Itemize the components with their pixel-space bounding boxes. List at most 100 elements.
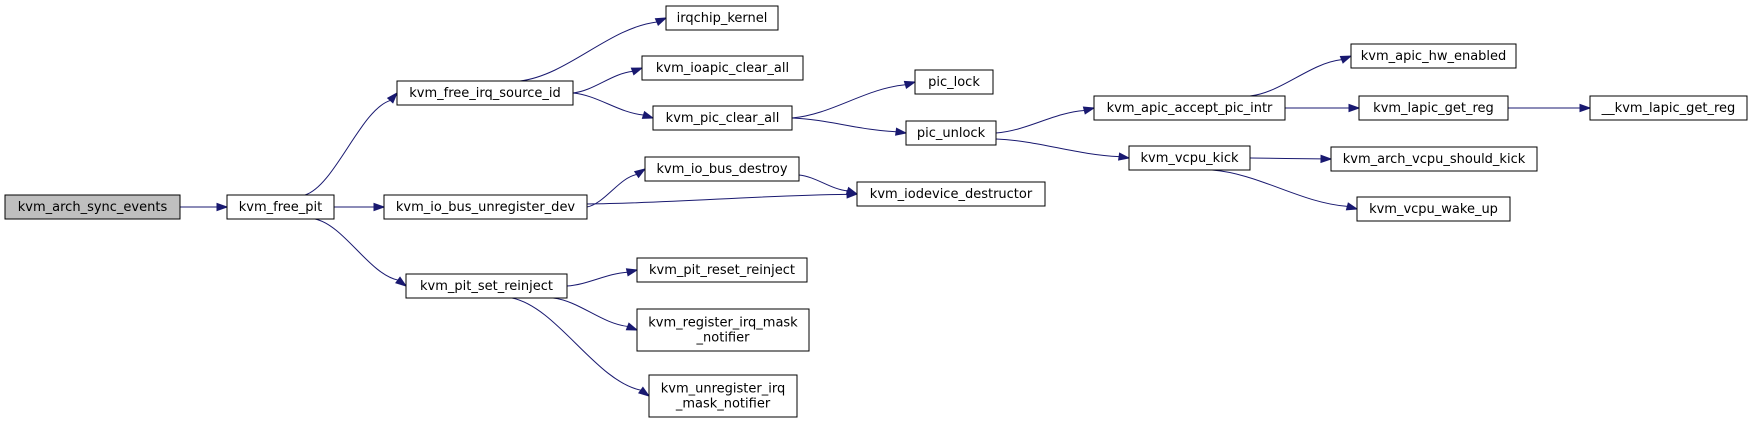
node-label: kvm_io_bus_destroy — [656, 162, 787, 177]
edge-pic-unlock-to-kvm-vcpu-kick — [995, 138, 1131, 161]
node-box — [644, 156, 800, 182]
edge-kvm-free-irq-source-id-to-irqchip-kernel — [519, 17, 668, 82]
node-label: kvm_lapic_get_reg — [1373, 101, 1494, 116]
node-pic-lock[interactable]: pic_lock — [914, 69, 994, 95]
node-label: irqchip_kernel — [677, 11, 768, 26]
node-label: kvm_free_irq_source_id — [409, 86, 561, 101]
node-kvm-free-pit[interactable]: kvm_free_pit — [226, 194, 335, 220]
node-box — [856, 181, 1046, 207]
edge-line — [552, 297, 628, 327]
edge-kvm-io-bus-destroy-to-kvm-iodevice-destructor — [798, 174, 859, 195]
edge-kvm-pic-clear-all-to-pic-unlock — [791, 117, 908, 136]
edge-kvm-io-bus-unregister-dev-to-kvm-io-bus-destroy — [586, 168, 647, 208]
edge-arrowhead — [216, 202, 229, 212]
node-kvm-pic-clear-all[interactable]: kvm_pic_clear_all — [652, 105, 793, 131]
node-kvm-io-bus-destroy[interactable]: kvm_io_bus_destroy — [644, 156, 800, 182]
edge-arrowhead — [1320, 154, 1333, 164]
node-label: kvm_io_bus_unregister_dev — [396, 200, 576, 215]
edge-arrowhead — [845, 186, 859, 195]
node-box — [1358, 95, 1509, 121]
edge-arrowhead — [386, 91, 399, 104]
node-label: kvm_register_irq_mask — [648, 316, 798, 331]
node-box — [383, 194, 588, 220]
edge-arrowhead — [1082, 106, 1096, 115]
edge-arrowhead — [1118, 152, 1131, 161]
edge-kvm-vcpu-kick-to-kvm-arch-vcpu-should-kick — [1249, 154, 1333, 164]
node-box — [1128, 145, 1251, 171]
edges-layer — [179, 17, 1592, 397]
edge-kvm-lapic-get-reg-to-kvm-lapic-get-reg — [1508, 103, 1592, 113]
node-label: _mask_notifier — [675, 397, 771, 412]
node-label: kvm_arch_sync_events — [18, 200, 168, 215]
node-kvm-ioapic-clear-all[interactable]: kvm_ioapic_clear_all — [641, 55, 804, 81]
node-box — [665, 5, 779, 31]
node-box — [1093, 95, 1286, 121]
node-kvm-unregister-irq-mask-notifier[interactable]: kvm_unregister_irq_mask_notifier — [648, 374, 798, 418]
edge-arrowhead — [1348, 103, 1361, 113]
node-kvm-pit-reset-reinject[interactable]: kvm_pit_reset_reinject — [636, 257, 808, 283]
edge-line — [566, 271, 628, 287]
node-label: kvm_arch_vcpu_should_kick — [1343, 152, 1526, 167]
node-box — [1356, 196, 1511, 222]
node-kvm-arch-vcpu-should-kick[interactable]: kvm_arch_vcpu_should_kick — [1330, 146, 1538, 172]
node-label: kvm_free_pit — [239, 200, 322, 215]
edge-kvm-free-irq-source-id-to-kvm-pic-clear-all — [572, 92, 655, 119]
node-kvm-vcpu-wake-up[interactable]: kvm_vcpu_wake_up — [1356, 196, 1511, 222]
node-label: pic_unlock — [917, 126, 986, 141]
node-kvm-register-irq-mask-notifier[interactable]: kvm_register_irq_mask_notifier — [636, 308, 810, 352]
node-kvm-pit-set-reinject[interactable]: kvm_pit_set_reinject — [405, 273, 568, 299]
node-box — [914, 69, 994, 95]
node-label: _notifier — [696, 331, 751, 346]
edge-kvm-apic-accept-pic-intr-to-kvm-apic-hw-enabled — [1249, 55, 1353, 97]
edge-kvm-io-bus-unregister-dev-to-kvm-iodevice-destructor — [586, 190, 859, 205]
node-irqchip-kernel[interactable]: irqchip_kernel — [665, 5, 779, 31]
edge-kvm-pit-set-reinject-to-kvm-pit-reset-reinject — [566, 268, 639, 287]
node-box — [1589, 95, 1748, 121]
node-label: kvm_vcpu_wake_up — [1369, 202, 1498, 217]
edge-arrowhead — [638, 386, 651, 397]
edge-arrowhead — [1339, 55, 1353, 64]
nodes-layer: kvm_arch_sync_events kvm_free_pit kvm_free… — [4, 5, 1748, 418]
node-kvm-apic-accept-pic-intr[interactable]: kvm_apic_accept_pic_intr — [1093, 95, 1286, 121]
edge-kvm-pit-set-reinject-to-kvm-register-irq-mask-notifier — [552, 297, 639, 331]
edge-line — [1249, 59, 1342, 97]
edge-kvm-vcpu-kick-to-kvm-vcpu-wake-up — [1211, 169, 1359, 211]
node-box — [405, 273, 568, 299]
node-kvm-lapic-get-reg[interactable]: __kvm_lapic_get_reg — [1589, 95, 1748, 121]
node-label: pic_lock — [928, 75, 980, 90]
edge-arrowhead — [1345, 202, 1359, 211]
edge-line — [995, 109, 1085, 134]
edge-arrowhead — [641, 110, 655, 119]
edge-arrowhead — [1579, 103, 1592, 113]
node-kvm-apic-hw-enabled[interactable]: kvm_apic_hw_enabled — [1350, 43, 1517, 69]
edge-arrowhead — [895, 127, 908, 136]
edge-pic-unlock-to-kvm-apic-accept-pic-intr — [995, 106, 1096, 134]
node-kvm-free-irq-source-id[interactable]: kvm_free_irq_source_id — [396, 80, 574, 106]
edge-kvm-pic-clear-all-to-pic-lock — [791, 80, 917, 119]
edge-kvm-free-pit-to-kvm-pit-set-reinject — [314, 218, 408, 287]
node-label: kvm_pit_set_reinject — [420, 279, 553, 294]
node-kvm-iodevice-destructor[interactable]: kvm_iodevice_destructor — [856, 181, 1046, 207]
node-label: kvm_vcpu_kick — [1140, 151, 1239, 166]
edge-arrowhead — [633, 168, 647, 179]
edge-line — [572, 70, 633, 94]
node-kvm-io-bus-unregister-dev[interactable]: kvm_io_bus_unregister_dev — [383, 194, 588, 220]
edge-line — [791, 84, 906, 119]
node-label: __kvm_lapic_get_reg — [1601, 101, 1736, 116]
edge-kvm-free-pit-to-kvm-free-irq-source-id — [304, 91, 399, 196]
edge-line — [572, 92, 644, 116]
node-kvm-vcpu-kick[interactable]: kvm_vcpu_kick — [1128, 145, 1251, 171]
edge-line — [304, 99, 391, 196]
edge-arrowhead — [654, 17, 668, 27]
edge-arrowhead — [625, 268, 639, 277]
node-box — [636, 308, 810, 352]
node-pic-unlock[interactable]: pic_unlock — [905, 120, 997, 146]
node-kvm-lapic-get-reg[interactable]: kvm_lapic_get_reg — [1358, 95, 1509, 121]
node-box — [641, 55, 804, 81]
node-box — [1350, 43, 1517, 69]
edge-line — [995, 138, 1120, 158]
node-kvm-arch-sync-events[interactable]: kvm_arch_sync_events — [4, 194, 181, 220]
edge-line — [1211, 169, 1348, 207]
edge-line — [791, 117, 897, 133]
node-label: kvm_apic_hw_enabled — [1361, 49, 1507, 64]
